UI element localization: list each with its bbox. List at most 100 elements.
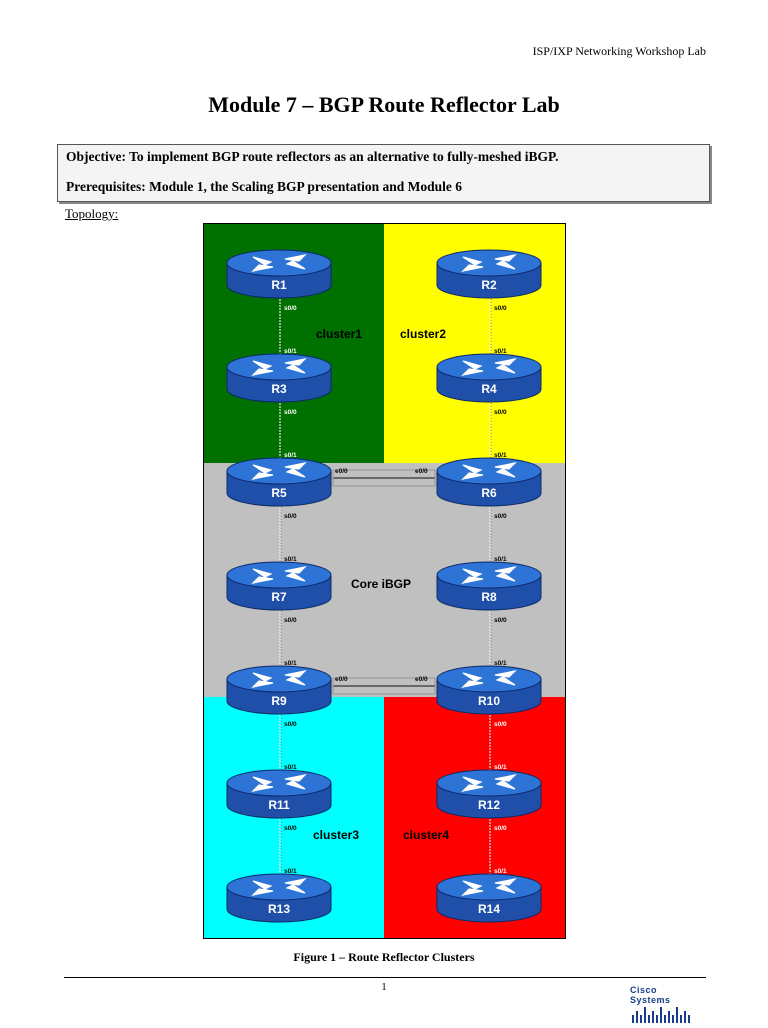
if-label: s0/1 bbox=[284, 868, 297, 875]
router-r8: R8 bbox=[436, 561, 542, 611]
router-arrows-icon bbox=[251, 566, 307, 584]
router-r2: R2 bbox=[436, 249, 542, 299]
if-label: s0/1 bbox=[284, 660, 297, 667]
router-label: R9 bbox=[271, 694, 287, 708]
if-label: s0/0 bbox=[494, 513, 507, 520]
router-label: R6 bbox=[481, 486, 497, 500]
router-r3: R3 bbox=[226, 353, 332, 403]
router-r12: R12 bbox=[436, 769, 542, 819]
if-label: e0/0 bbox=[335, 468, 348, 475]
if-label: s0/0 bbox=[284, 825, 297, 832]
router-label: R12 bbox=[478, 798, 500, 812]
router-r1: R1 bbox=[226, 249, 332, 299]
if-label: s0/1 bbox=[494, 764, 507, 771]
cisco-logo: Cisco Systems bbox=[630, 985, 700, 1023]
region-label-cluster4: cluster4 bbox=[403, 828, 449, 842]
link-r3-r5: s0/0 s0/1 bbox=[279, 397, 297, 461]
router-arrows-icon bbox=[251, 462, 307, 480]
router-label: R4 bbox=[481, 382, 497, 396]
region-label-cluster2: cluster2 bbox=[400, 327, 446, 341]
if-label: s0/0 bbox=[494, 721, 507, 728]
diagram-border bbox=[203, 223, 566, 939]
router-arrows-icon bbox=[251, 254, 307, 272]
router-label: R3 bbox=[271, 382, 287, 396]
router-label: R11 bbox=[268, 798, 290, 812]
router-arrows-icon bbox=[461, 566, 517, 584]
router-r9: R9 bbox=[226, 665, 332, 715]
if-label: s0/1 bbox=[284, 764, 297, 771]
if-label: e0/0 bbox=[415, 676, 428, 683]
router-label: R1 bbox=[271, 278, 287, 292]
link-r4-r6: s0/0 s0/1 bbox=[489, 397, 507, 461]
if-label: s0/1 bbox=[494, 452, 507, 459]
router-r6: R6 bbox=[436, 457, 542, 507]
router-arrows-icon bbox=[461, 254, 517, 272]
footer-rule bbox=[64, 977, 706, 978]
page-title: Module 7 – BGP Route Reflector Lab bbox=[208, 92, 560, 117]
link-r5-r6: e0/0 e0/0 bbox=[332, 468, 436, 487]
router-label: R7 bbox=[271, 590, 287, 604]
router-arrows-icon bbox=[461, 462, 517, 480]
link-r5-r7: s0/0 s0/1 bbox=[279, 501, 297, 565]
link-r8-r10: s0/0 s0/1 bbox=[489, 605, 507, 669]
router-r11: R11 bbox=[226, 769, 332, 819]
router-arrows-icon bbox=[251, 774, 307, 792]
link-r9-r10: e0/0 e0/0 bbox=[332, 676, 436, 695]
router-arrows-icon bbox=[251, 670, 307, 688]
running-header: ISP/IXP Networking Workshop Lab bbox=[532, 44, 706, 58]
if-label: s0/1 bbox=[284, 348, 297, 355]
topology-label: Topology: bbox=[65, 206, 119, 221]
region-label-cluster1: cluster1 bbox=[316, 327, 362, 341]
link-r10-r12: s0/0 s0/1 bbox=[489, 709, 507, 773]
link-r12-r14: s0/0 s0/1 bbox=[489, 813, 507, 877]
router-r10: R10 bbox=[436, 665, 542, 715]
router-label: R2 bbox=[481, 278, 497, 292]
router-arrows-icon bbox=[461, 670, 517, 688]
if-label: s0/0 bbox=[494, 617, 507, 624]
link-r7-r9: s0/0 s0/1 bbox=[279, 605, 297, 669]
router-arrows-icon bbox=[251, 358, 307, 376]
objective-box: Objective: To implement BGP route reflec… bbox=[57, 144, 710, 202]
router-arrows-icon bbox=[461, 774, 517, 792]
if-label: s0/0 bbox=[284, 513, 297, 520]
region-label-core: Core iBGP bbox=[351, 577, 411, 591]
if-label: s0/1 bbox=[284, 556, 297, 563]
if-label: s0/1 bbox=[494, 868, 507, 875]
if-label: s0/1 bbox=[284, 452, 297, 459]
router-r5: R5 bbox=[226, 457, 332, 507]
if-label: e0/0 bbox=[415, 468, 428, 475]
if-label: s0/0 bbox=[284, 409, 297, 416]
router-arrows-icon bbox=[461, 358, 517, 376]
if-label: s0/0 bbox=[494, 825, 507, 832]
if-label: s0/0 bbox=[284, 721, 297, 728]
page-number: 1 bbox=[381, 981, 387, 993]
figure-caption: Figure 1 – Route Reflector Clusters bbox=[293, 950, 475, 964]
objective-text: Objective: To implement BGP route reflec… bbox=[66, 149, 559, 164]
if-label: s0/0 bbox=[284, 305, 297, 312]
if-label: s0/1 bbox=[494, 660, 507, 667]
prerequisites-text: Prerequisites: Module 1, the Scaling BGP… bbox=[66, 179, 463, 194]
router-label: R14 bbox=[478, 902, 500, 916]
router-label: R8 bbox=[481, 590, 497, 604]
router-label: R5 bbox=[271, 486, 287, 500]
if-label: s0/0 bbox=[494, 305, 507, 312]
router-arrows-icon bbox=[461, 878, 517, 896]
region-label-cluster3: cluster3 bbox=[313, 828, 359, 842]
cisco-bars-icon bbox=[632, 1007, 690, 1023]
if-label: s0/1 bbox=[494, 556, 507, 563]
router-r4: R4 bbox=[436, 353, 542, 403]
router-label: R10 bbox=[478, 694, 500, 708]
router-r7: R7 bbox=[226, 561, 332, 611]
cisco-logo-text: Cisco Systems bbox=[630, 985, 671, 1005]
if-label: s0/0 bbox=[494, 409, 507, 416]
if-label: s0/0 bbox=[284, 617, 297, 624]
link-r1-r3: s0/0 s0/1 bbox=[279, 293, 297, 357]
link-r9-r11: s0/0 s0/1 bbox=[279, 709, 297, 773]
router-label: R13 bbox=[268, 902, 290, 916]
link-r11-r13: s0/0 s0/1 bbox=[279, 813, 297, 877]
link-r6-r8: s0/0 s0/1 bbox=[489, 501, 507, 565]
if-label: s0/1 bbox=[494, 348, 507, 355]
if-label: e0/0 bbox=[335, 676, 348, 683]
